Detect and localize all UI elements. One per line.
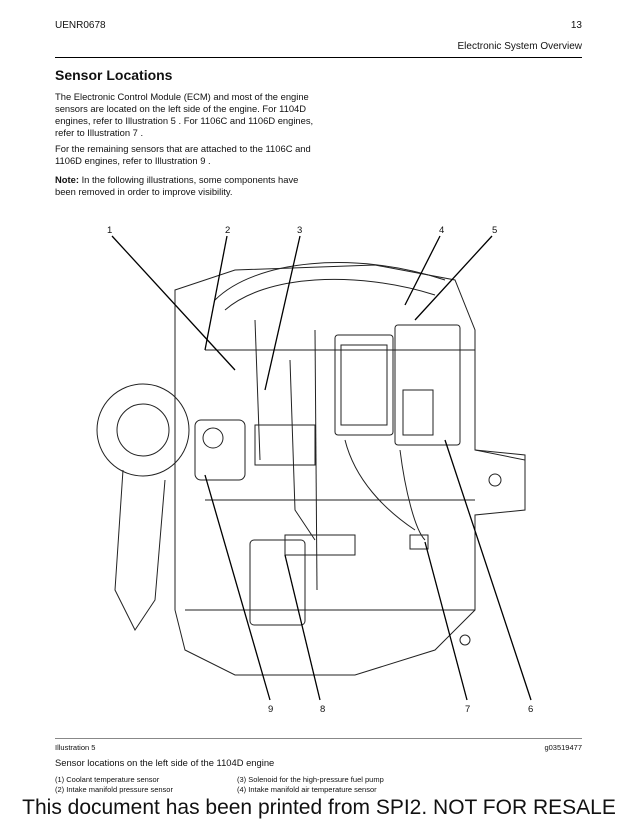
engine-line-art bbox=[96, 262, 526, 676]
callout-3: 3 bbox=[297, 225, 302, 236]
callout-7: 7 bbox=[465, 704, 470, 715]
leader-line-7 bbox=[424, 541, 468, 701]
callout-2: 2 bbox=[225, 225, 230, 236]
figure-caption: Sensor locations on the left side of the… bbox=[55, 757, 275, 768]
legend-item-1: (1) Coolant temperature sensor bbox=[55, 775, 160, 784]
legend-item-4: (4) Intake manifold air temperature sens… bbox=[237, 785, 377, 794]
leader-line-6 bbox=[444, 439, 532, 701]
intro-paragraph: The Electronic Control Module (ECM) and … bbox=[55, 91, 314, 138]
leader-line-1 bbox=[111, 235, 236, 371]
section-header: Electronic System Overview bbox=[457, 41, 582, 52]
note-paragraph: Note: In the following illustrations, so… bbox=[55, 174, 317, 198]
leader-line-4 bbox=[404, 235, 441, 306]
callout-8: 8 bbox=[320, 704, 325, 715]
callout-labels: 1 2 3 4 5 6 7 8 9 bbox=[107, 225, 533, 715]
note-label: Note: bbox=[55, 174, 79, 185]
leader-line-3 bbox=[264, 235, 301, 391]
caption-rule bbox=[55, 738, 582, 739]
leader-line-2 bbox=[204, 235, 228, 351]
note-text: In the following illustrations, some com… bbox=[55, 174, 299, 197]
legend-item-3: (3) Solenoid for the high-pressure fuel … bbox=[237, 775, 384, 784]
leader-lines bbox=[111, 235, 532, 701]
resale-banner: This document has been printed from SPI2… bbox=[22, 796, 616, 819]
page-title: Sensor Locations bbox=[55, 67, 173, 83]
legend-item-2: (2) Intake manifold pressure sensor bbox=[55, 785, 173, 794]
illustration-label: Illustration 5 bbox=[55, 743, 96, 752]
callout-4: 4 bbox=[439, 225, 444, 236]
leader-line-9 bbox=[204, 474, 271, 701]
illustration-id: g03519477 bbox=[544, 743, 582, 752]
leader-line-5 bbox=[414, 235, 493, 321]
page-number: 13 bbox=[570, 20, 582, 31]
leader-line-8 bbox=[284, 554, 321, 701]
callout-5: 5 bbox=[492, 225, 497, 236]
callout-6: 6 bbox=[528, 704, 533, 715]
doc-code: UENR0678 bbox=[55, 20, 106, 31]
callout-9: 9 bbox=[268, 704, 273, 715]
remaining-sensors-paragraph: For the remaining sensors that are attac… bbox=[55, 143, 311, 166]
callout-1: 1 bbox=[107, 225, 112, 236]
engine-illustration: 1 2 3 4 5 6 7 8 9 bbox=[96, 225, 533, 715]
header-rule bbox=[55, 57, 582, 58]
